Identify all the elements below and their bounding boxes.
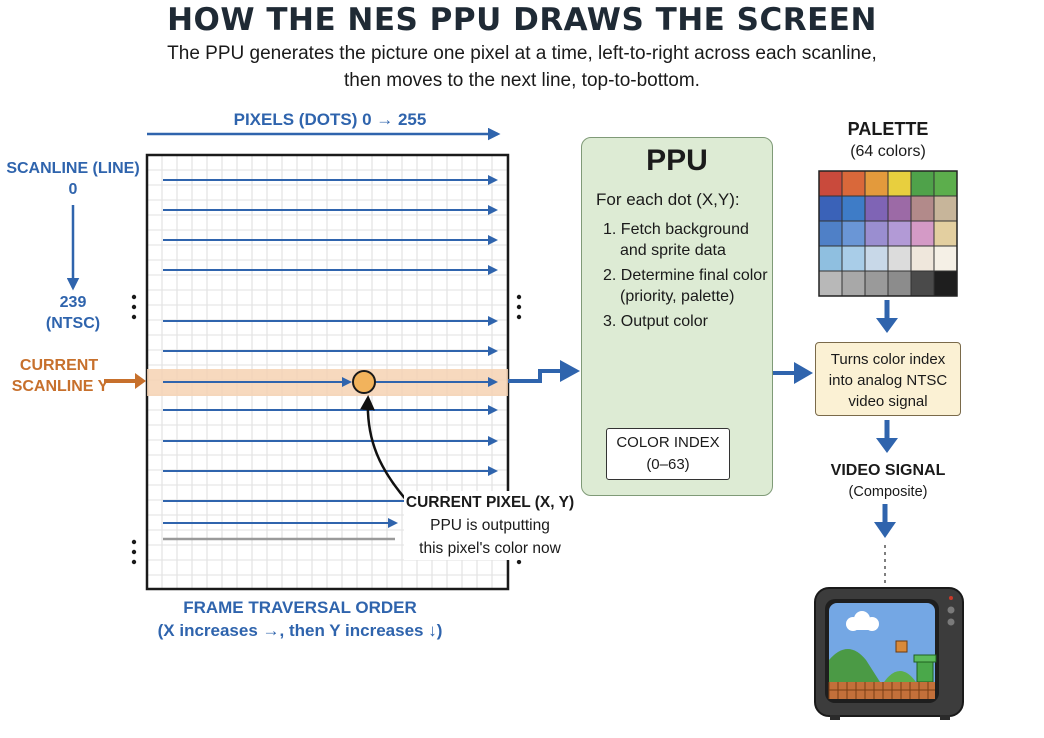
palette-swatch — [864, 270, 889, 297]
palette-swatch — [887, 170, 912, 197]
palette-swatch — [910, 270, 935, 297]
palette-arrow-head — [876, 318, 898, 333]
converter-arrow-head — [876, 438, 898, 453]
palette-swatch — [841, 245, 866, 272]
palette-swatch — [887, 195, 912, 222]
scanline-end-note: (NTSC) — [45, 315, 101, 332]
palette-swatch — [818, 170, 843, 197]
palette-swatch — [933, 270, 958, 297]
palette-swatch — [910, 220, 935, 247]
converter-line-3: video signal — [848, 393, 928, 410]
palette-swatch — [818, 245, 843, 272]
color-index-title: COLOR INDEX — [616, 434, 720, 451]
grid-to-ppu-arrowhead — [560, 360, 580, 382]
video-arrow-head — [874, 522, 896, 538]
current-scanline-label-1: CURRENT — [19, 357, 99, 374]
current-pixel-callout: CURRENT PIXEL (X, Y) PPU is outputting t… — [404, 491, 576, 560]
palette-swatch — [818, 220, 843, 247]
callout-line-2: PPU is outputting — [430, 517, 550, 534]
callout-line-3: this pixel's color now — [419, 540, 561, 557]
palette-swatch — [864, 245, 889, 272]
palette-swatch — [933, 220, 958, 247]
scanline-arrows — [163, 175, 498, 528]
index-to-converter-arrowhead — [794, 362, 813, 384]
callout-title: CURRENT PIXEL (X, Y) — [405, 494, 575, 511]
palette-swatch — [910, 195, 935, 222]
ppu-step-2a: 2. Determine final color — [603, 267, 768, 284]
color-index-box: COLOR INDEX (0–63) — [606, 428, 730, 480]
palette-swatch — [864, 220, 889, 247]
palette-swatch — [933, 170, 958, 197]
ntsc-converter-box: Turns color index into analog NTSC video… — [815, 342, 961, 416]
palette-swatch — [841, 170, 866, 197]
palette-swatch — [818, 195, 843, 222]
color-index-range: (0–63) — [646, 456, 690, 473]
tv-icon — [814, 587, 964, 720]
grid-to-ppu-connector — [508, 369, 562, 383]
palette-grid — [818, 170, 958, 297]
traversal-label-1: FRAME TRAVERSAL ORDER — [183, 598, 417, 617]
converter-line-2: into analog NTSC — [828, 372, 948, 389]
current-scanline-arrow-head — [135, 373, 146, 389]
current-pixel-marker — [352, 370, 376, 394]
palette-swatch — [818, 270, 843, 297]
palette-title: PALETTE — [847, 119, 929, 139]
video-signal-title: VIDEO SIGNAL — [830, 462, 946, 479]
current-scanline-label-2: SCANLINE Y — [11, 378, 109, 395]
page-title: HOW THE NES PPU DRAWS THE SCREEN — [167, 2, 877, 38]
palette-swatch — [933, 245, 958, 272]
palette-swatch — [864, 170, 889, 197]
scanline-end-label: 239 — [59, 294, 87, 311]
ppu-step-1a: 1. Fetch background — [603, 221, 749, 238]
converter-line-1: Turns color index — [830, 351, 946, 368]
palette-frame — [818, 170, 958, 297]
scanline-axis-label: SCANLINE (LINE) — [6, 160, 140, 177]
palette-swatch — [887, 220, 912, 247]
ppu-step-3: 3. Output color — [603, 313, 708, 330]
subtitle-line-2: then moves to the next line, top-to-bott… — [344, 70, 700, 91]
palette-swatch — [933, 195, 958, 222]
callout-arrow — [359, 395, 409, 503]
palette-subtitle: (64 colors) — [850, 143, 926, 160]
palette-swatch — [841, 195, 866, 222]
ellipsis-dots — [131, 294, 522, 565]
palette-swatch — [841, 270, 866, 297]
ppu-step-2b: (priority, palette) — [620, 288, 735, 305]
pixels-axis-label: PIXELS (DOTS) 0 → 255 — [215, 110, 445, 130]
palette-swatch — [910, 245, 935, 272]
palette-swatch — [887, 245, 912, 272]
traversal-label-2: (X increases →, then Y increases ↓) — [157, 621, 443, 640]
palette-swatch — [841, 220, 866, 247]
palette-swatch — [864, 195, 889, 222]
scanline-start-label: 0 — [68, 181, 78, 198]
palette-swatch — [910, 170, 935, 197]
subtitle-line-1: The PPU generates the picture one pixel … — [167, 43, 877, 64]
video-signal-subtitle: (Composite) — [848, 484, 928, 500]
ppu-header: For each dot (X,Y): — [596, 190, 740, 209]
ppu-step-1b: and sprite data — [620, 242, 726, 259]
palette-swatch — [887, 270, 912, 297]
ppu-title: PPU — [646, 144, 708, 177]
